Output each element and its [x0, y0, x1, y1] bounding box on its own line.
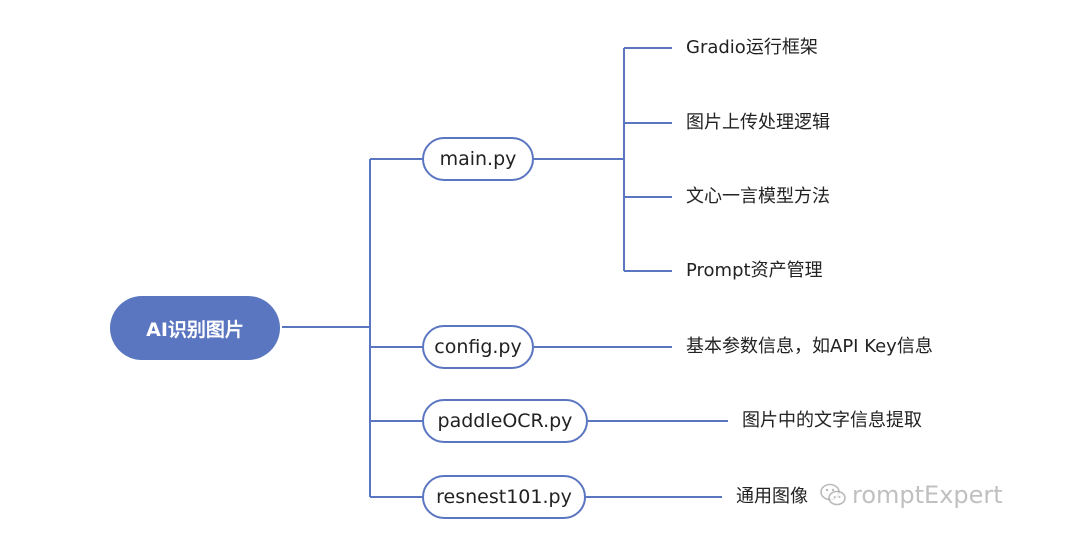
- file-label: main.py: [439, 148, 517, 170]
- file-node-resnest: resnest101.py: [422, 475, 586, 519]
- watermark-text: romptExpert: [852, 481, 1003, 509]
- file-label: resnest101.py: [436, 486, 572, 508]
- leaf-config: 基本参数信息，如API Key信息: [686, 336, 933, 357]
- wechat-icon: [820, 483, 846, 506]
- leaf-resnest: 通用图像: [736, 486, 808, 507]
- root-label: AI识别图片: [146, 318, 244, 341]
- file-label: config.py: [434, 336, 522, 358]
- file-label: paddleOCR.py: [437, 410, 573, 432]
- watermark: romptExpert: [818, 480, 1003, 510]
- file-node-paddleocr: paddleOCR.py: [422, 399, 588, 443]
- root-node: AI识别图片: [110, 296, 280, 360]
- leaf-prompt: Prompt资产管理: [686, 260, 823, 281]
- leaf-ernie: 文心一言模型方法: [686, 186, 830, 207]
- leaf-ocr: 图片中的文字信息提取: [742, 410, 922, 431]
- file-node-config: config.py: [422, 325, 534, 369]
- leaf-upload: 图片上传处理逻辑: [686, 112, 830, 133]
- file-node-main: main.py: [422, 137, 534, 181]
- leaf-gradio: Gradio运行框架: [686, 37, 818, 58]
